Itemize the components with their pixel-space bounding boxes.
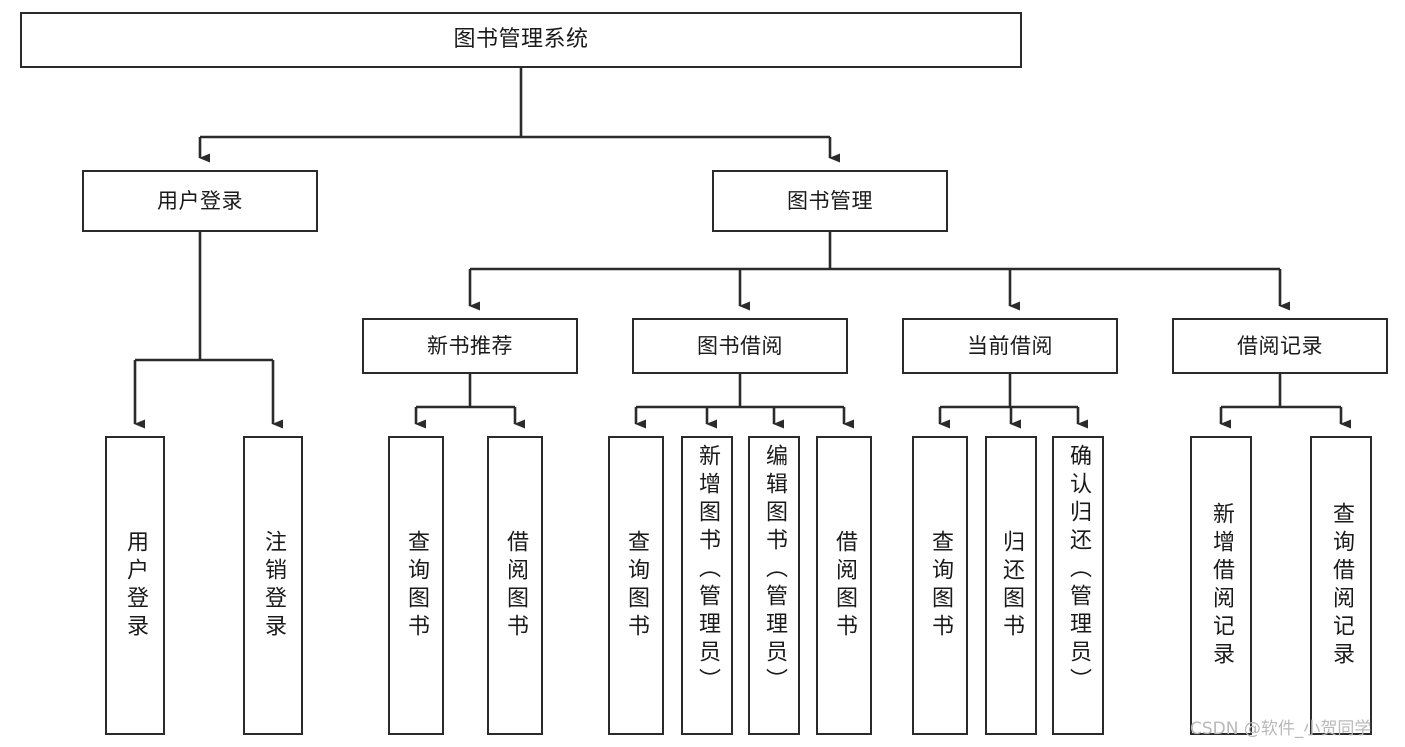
node-user-login[interactable]: 用户登录	[82, 170, 318, 232]
node-book-management[interactable]: 图书管理	[712, 170, 948, 232]
node-current-borrow[interactable]: 当前借阅	[902, 318, 1118, 374]
node-label: 注销登录	[261, 529, 286, 642]
leaf-new-book-borrow[interactable]: 借阅图书	[487, 436, 543, 735]
leaf-borrow-query-book[interactable]: 查询图书	[608, 436, 664, 735]
node-label: 查询图书	[928, 529, 953, 642]
connector-book-mgmt-to-level2	[468, 232, 1290, 311]
node-label: 用户登录	[157, 188, 243, 213]
leaf-user-login-logout[interactable]: 注销登录	[243, 436, 303, 735]
leaf-record-query[interactable]: 查询借阅记录	[1310, 436, 1372, 735]
node-label: 图书管理	[787, 188, 873, 213]
leaf-new-book-query[interactable]: 查询图书	[388, 436, 444, 735]
node-label: 借阅图书	[832, 529, 857, 642]
node-new-book-recommend[interactable]: 新书推荐	[362, 318, 578, 374]
node-book-borrow[interactable]: 图书借阅	[632, 318, 848, 374]
node-label: 借阅图书	[503, 529, 528, 642]
connector-book-borrow-to-leaves	[634, 374, 854, 429]
node-label: 图书借阅	[697, 333, 783, 358]
node-label: 查询图书	[404, 529, 429, 642]
watermark-text: CSDN @软件_小贺同学	[1190, 719, 1372, 739]
node-label: 编辑图书（管理员）	[762, 444, 787, 696]
connector-root-to-level1	[198, 68, 840, 163]
connector-current-borrow-to-leaves	[938, 374, 1088, 429]
leaf-borrow-add-book[interactable]: 新增图书（管理员）	[681, 436, 733, 735]
node-label: 新增借阅记录	[1209, 501, 1234, 670]
leaf-current-confirm-return[interactable]: 确认归还（管理员）	[1052, 436, 1104, 735]
node-label: 新书推荐	[427, 333, 513, 358]
node-label: 图书管理系统	[453, 27, 589, 53]
node-label: 确认归还（管理员）	[1066, 444, 1091, 696]
node-label: 查询图书	[624, 529, 649, 642]
node-label: 用户登录	[123, 529, 148, 642]
leaf-record-add[interactable]: 新增借阅记录	[1190, 436, 1252, 735]
node-borrow-record[interactable]: 借阅记录	[1172, 318, 1388, 374]
node-label: 借阅记录	[1237, 333, 1323, 358]
node-label: 新增图书（管理员）	[695, 444, 720, 696]
leaf-user-login-login[interactable]: 用户登录	[105, 436, 165, 735]
node-label: 归还图书	[999, 529, 1024, 642]
leaf-borrow-borrow-book[interactable]: 借阅图书	[816, 436, 872, 735]
leaf-borrow-edit-book[interactable]: 编辑图书（管理员）	[748, 436, 800, 735]
connector-borrow-record-to-leaves	[1219, 374, 1351, 429]
node-label: 查询借阅记录	[1329, 501, 1354, 670]
leaf-current-return-book[interactable]: 归还图书	[985, 436, 1037, 735]
node-label: 当前借阅	[967, 333, 1053, 358]
leaf-current-query-book[interactable]: 查询图书	[912, 436, 968, 735]
connector-new-book-to-leaves	[414, 374, 525, 429]
node-root-system[interactable]: 图书管理系统	[20, 12, 1022, 68]
connector-user-login-to-leaves	[133, 232, 283, 429]
